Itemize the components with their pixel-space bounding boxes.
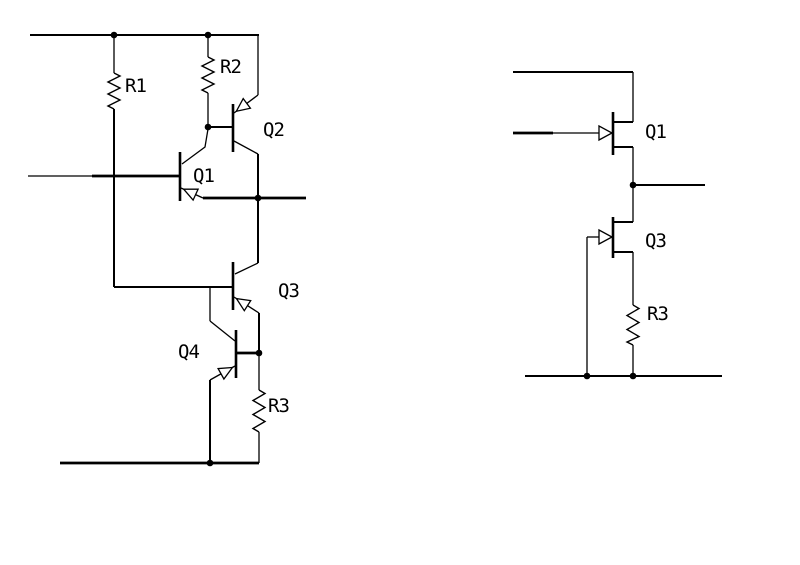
resistor-r3-left xyxy=(251,353,267,463)
junction-dot xyxy=(110,31,118,39)
label-q4: Q4 xyxy=(178,341,199,363)
q3-collector-lead xyxy=(234,262,259,275)
label-r3-right: R3 xyxy=(647,303,668,325)
q4-collector-lead xyxy=(209,320,236,342)
r3-right-zigzag-icon xyxy=(625,304,641,346)
resistor-r2 xyxy=(200,35,216,126)
q3-right-gate-arrow-icon xyxy=(598,228,614,246)
right-circuit: Q1 Q3 R3 xyxy=(513,71,722,380)
transistor-q1-right xyxy=(598,112,633,155)
junction-dot xyxy=(206,459,214,467)
junction-dot xyxy=(583,372,591,380)
q2-collector-lead xyxy=(233,140,259,155)
label-q3-right: Q3 xyxy=(645,230,666,252)
transistor-q3-right xyxy=(587,217,633,258)
r1-zigzag-icon xyxy=(106,72,122,110)
label-q3: Q3 xyxy=(278,280,299,302)
resistor-r3-right xyxy=(625,304,641,376)
label-q1: Q1 xyxy=(193,165,214,187)
transistor-q4 xyxy=(209,320,238,381)
label-r3: R3 xyxy=(268,395,289,417)
transistor-q1 xyxy=(178,128,209,202)
q1-collector-lead xyxy=(181,128,209,165)
q1-right-gate-arrow-icon xyxy=(598,124,614,142)
label-r2: R2 xyxy=(220,56,241,78)
q3-emitter-arrow-icon xyxy=(235,297,252,312)
transistor-q3 xyxy=(231,262,260,314)
q1-emitter-arrow-icon xyxy=(182,188,200,202)
r3-left-zigzag-icon xyxy=(251,389,267,433)
transistor-q2 xyxy=(231,36,259,155)
junction-dot xyxy=(629,372,637,380)
q4-emitter-arrow-icon xyxy=(217,366,234,381)
resistor-r1 xyxy=(106,35,122,110)
label-q1-right: Q1 xyxy=(645,121,666,143)
q2-emitter-arrow-icon xyxy=(235,97,252,113)
r2-zigzag-icon xyxy=(200,56,216,94)
label-q2: Q2 xyxy=(263,119,284,141)
label-r1: R1 xyxy=(125,75,146,97)
left-circuit: R1 R2 Q2 Q1 Q3 Q4 R3 xyxy=(28,31,306,467)
junction-dot xyxy=(204,31,212,39)
